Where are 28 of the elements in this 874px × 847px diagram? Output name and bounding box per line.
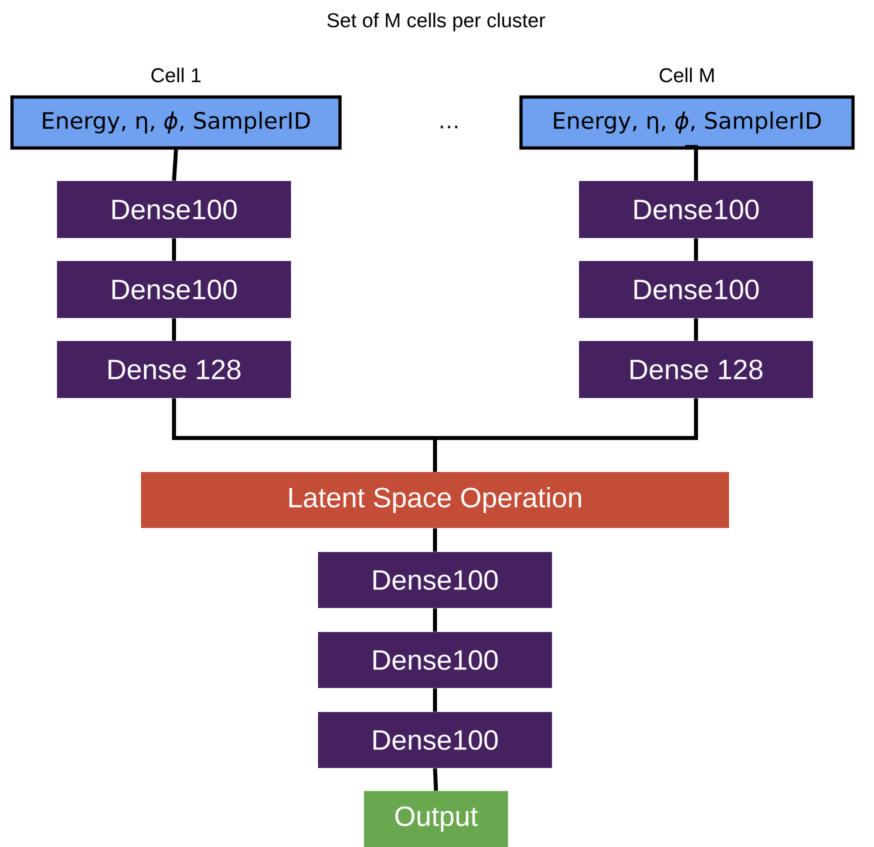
connector-line [433, 608, 437, 632]
cell-heading: Cell 1 [151, 68, 201, 82]
dense-layer-box: Dense 128 [579, 341, 813, 398]
dense-layer-box: Dense100 [579, 261, 813, 318]
connector-line [172, 149, 178, 181]
dense-layer-box: Dense100 [57, 261, 291, 318]
dense-layer-box: Dense100 [318, 712, 552, 768]
dense-layer-box: Dense 128 [57, 341, 291, 398]
dense-layer-box: Dense100 [318, 632, 552, 688]
connector-line [172, 318, 176, 341]
connector-line [685, 145, 698, 181]
dense-layer-box: Dense100 [318, 552, 552, 608]
cell-heading: Cell M [660, 68, 714, 82]
dense-layer-box: Dense100 [57, 181, 291, 238]
connector-line [433, 688, 437, 712]
input-box: Energy, η, ϕ, SamplerID [519, 95, 855, 150]
ellipsis: … [440, 126, 458, 128]
dense-layer-box: Dense100 [579, 181, 813, 238]
output-box: Output [364, 791, 508, 847]
connector-line [694, 318, 698, 341]
input-box: Energy, η, ϕ, SamplerID [10, 95, 342, 150]
connector-line [433, 398, 698, 472]
latent-operation-box: Latent Space Operation [141, 472, 729, 528]
connector-line [433, 768, 438, 791]
connector-line [433, 528, 437, 552]
connector-line [172, 238, 176, 261]
connector-line [694, 238, 698, 261]
title: Set of M cells per cluster [327, 12, 546, 32]
